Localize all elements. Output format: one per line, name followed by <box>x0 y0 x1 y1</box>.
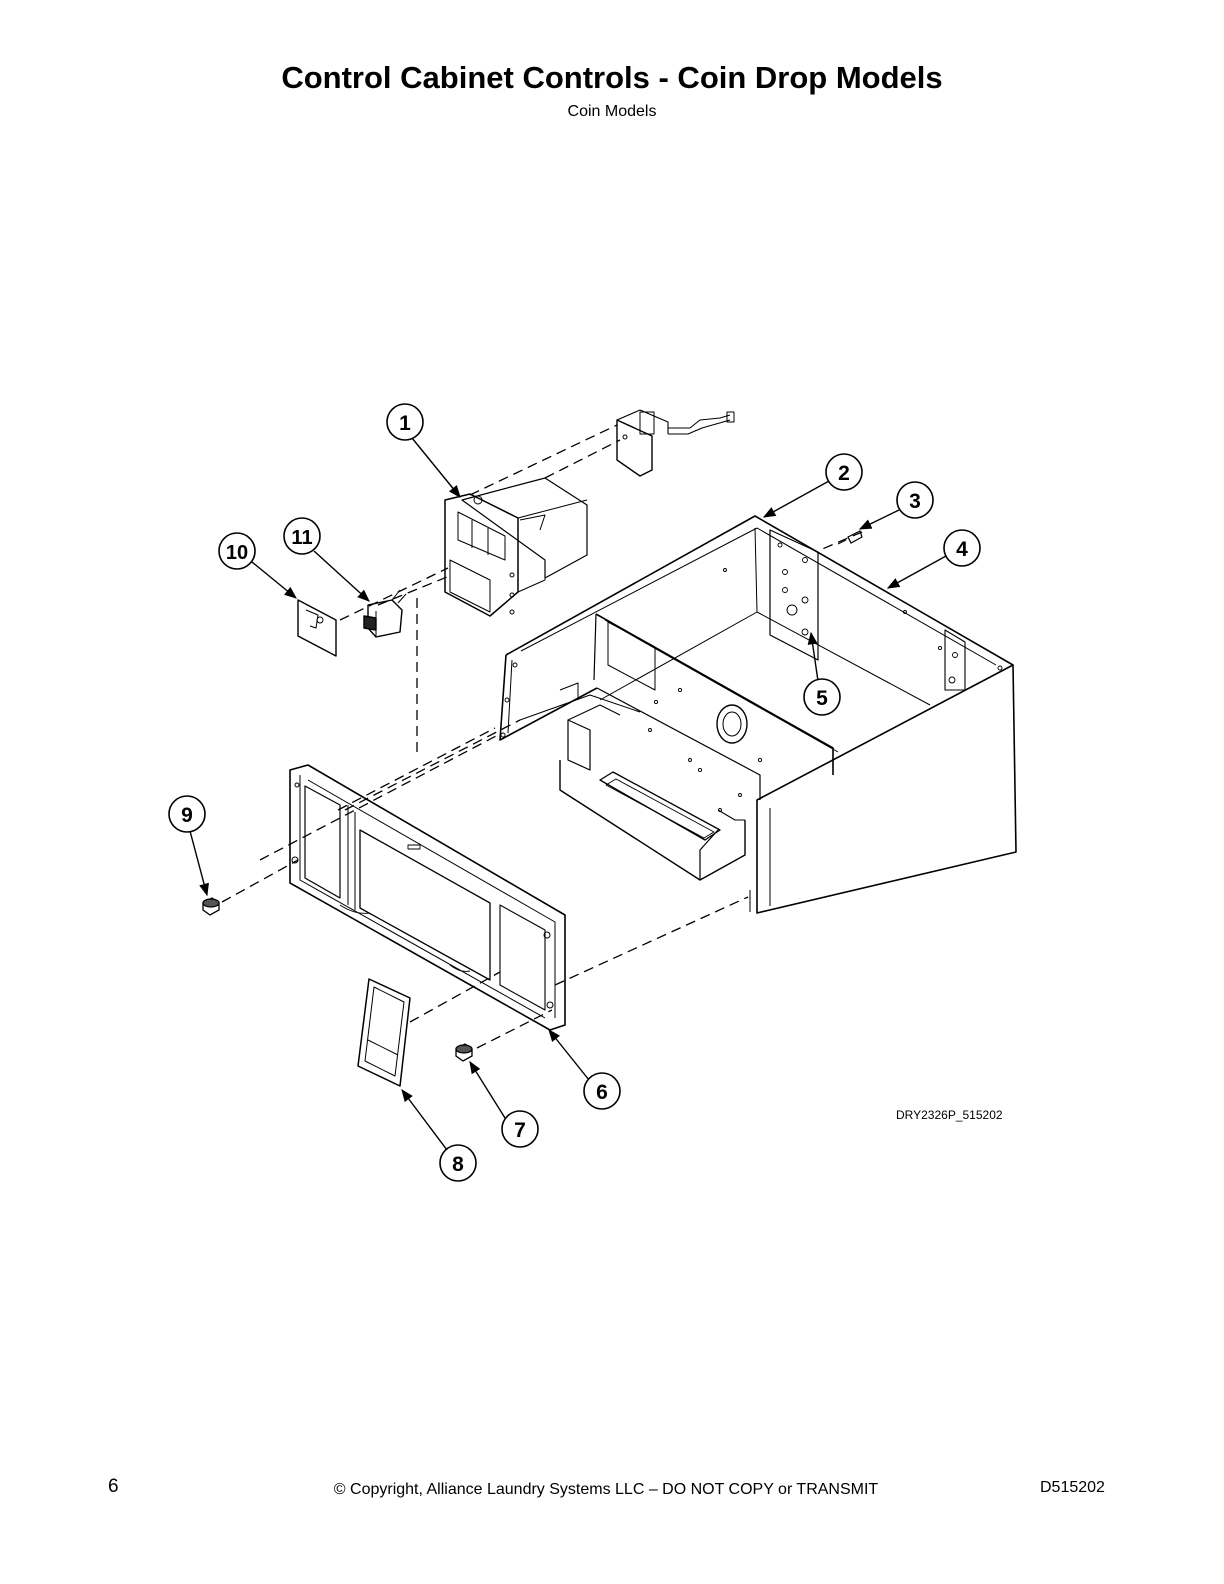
callout-4: 4 <box>943 529 981 567</box>
coin-slot-label <box>297 599 337 657</box>
svg-text:5: 5 <box>816 687 828 710</box>
callouts: 1 2 3 4 5 6 7 8 <box>168 403 981 1182</box>
callout-11: 11 <box>283 517 321 555</box>
callout-10: 10 <box>218 532 256 570</box>
callout-3: 3 <box>896 481 934 519</box>
svg-text:9: 9 <box>181 804 193 827</box>
svg-text:8: 8 <box>452 1153 464 1176</box>
svg-text:1: 1 <box>399 412 411 435</box>
screw-9 <box>202 897 220 916</box>
svg-text:2: 2 <box>838 462 850 485</box>
callout-7: 7 <box>501 1110 539 1148</box>
callout-2: 2 <box>825 453 863 491</box>
control-cabinet <box>499 515 1017 914</box>
svg-text:11: 11 <box>291 527 312 549</box>
svg-text:10: 10 <box>226 542 248 564</box>
page-subtitle: Coin Models <box>567 103 657 120</box>
svg-text:3: 3 <box>909 490 921 513</box>
coin-drop-assembly <box>444 477 588 617</box>
front-control-panel <box>289 764 566 1031</box>
callout-5: 5 <box>803 678 841 716</box>
leader-arrows <box>189 437 947 1151</box>
drawing-reference: DRY2326P_515202 <box>896 1108 1003 1122</box>
assembly-lines <box>221 424 863 1049</box>
svg-text:7: 7 <box>514 1119 526 1142</box>
callout-9: 9 <box>168 795 206 833</box>
callout-6: 6 <box>583 1072 621 1110</box>
display-overlay <box>357 978 411 1087</box>
callout-1: 1 <box>386 403 424 441</box>
page-title: Control Cabinet Controls - Coin Drop Mod… <box>281 60 943 95</box>
copyright-notice: © Copyright, Alliance Laundry Systems LL… <box>333 1481 879 1498</box>
screw-7 <box>455 1043 473 1062</box>
document-id: D515202 <box>1040 1479 1105 1496</box>
coin-mechanism-module <box>616 409 735 477</box>
callout-8: 8 <box>439 1144 477 1182</box>
svg-text:6: 6 <box>596 1081 608 1104</box>
page-number: 6 <box>108 1476 119 1497</box>
push-button-switch <box>363 589 407 638</box>
svg-text:4: 4 <box>956 538 968 561</box>
